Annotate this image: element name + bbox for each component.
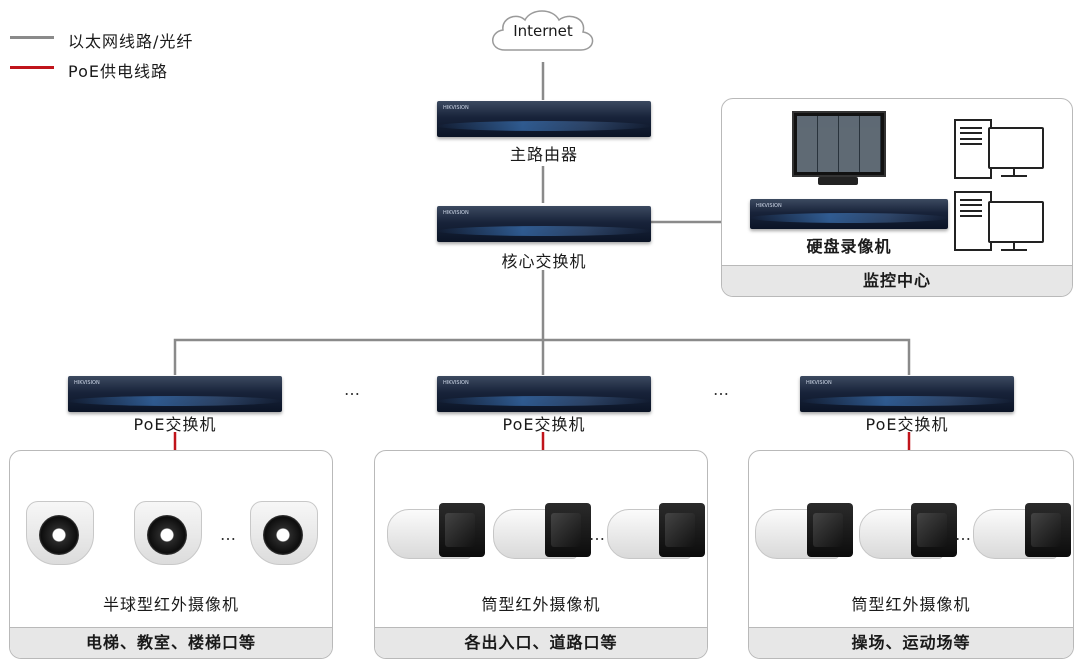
poe-switch-label-2: PoE交换机 bbox=[502, 415, 586, 434]
camera-label-1: 半球型红外摄像机 bbox=[102, 595, 239, 614]
desktop-computer-icon bbox=[954, 191, 992, 251]
nvr-label: 硬盘录像机 bbox=[806, 237, 892, 256]
switch-icon: HIKVISION bbox=[437, 376, 651, 412]
poe-switch-label-1: PoE交换机 bbox=[133, 415, 217, 434]
switch-icon: HIKVISION bbox=[437, 206, 651, 242]
legend-gray-label: 以太网线路/光纤 bbox=[68, 32, 194, 51]
switch-icon: HIKVISION bbox=[68, 376, 282, 412]
poe-switch-label-3: PoE交换机 bbox=[865, 415, 949, 434]
desktop-computer-icon bbox=[954, 119, 992, 179]
camera-ellipsis-2: … bbox=[589, 525, 607, 544]
legend-gray-swatch bbox=[10, 36, 54, 39]
legend-red-label: PoE供电线路 bbox=[68, 62, 168, 81]
legend-red-swatch bbox=[10, 66, 54, 69]
nvr-icon: HIKVISION bbox=[750, 199, 948, 229]
bullet-camera-icon bbox=[859, 503, 959, 559]
location-label-2: 各出入口、道路口等 bbox=[464, 633, 618, 652]
camera-group-panel-1: … 半球型红外摄像机 电梯、教室、楼梯口等 bbox=[9, 450, 333, 659]
bullet-camera-icon bbox=[973, 503, 1073, 559]
ellipsis-1: … bbox=[344, 380, 362, 399]
location-footer-1: 电梯、教室、楼梯口等 bbox=[10, 627, 332, 658]
location-footer-2: 各出入口、道路口等 bbox=[375, 627, 707, 658]
dome-camera-icon bbox=[250, 497, 318, 565]
dome-camera-icon bbox=[26, 497, 94, 565]
ellipsis-2: … bbox=[713, 380, 731, 399]
monitoring-center-panel: HIKVISION 硬盘录像机 监控中心 bbox=[721, 98, 1073, 297]
core-switch-label: 核心交换机 bbox=[501, 252, 587, 271]
bullet-camera-icon bbox=[493, 503, 593, 559]
switch-icon: HIKVISION bbox=[800, 376, 1014, 412]
monitoring-center-label: 监控中心 bbox=[862, 271, 931, 290]
camera-group-panel-2: … 筒型红外摄像机 各出入口、道路口等 bbox=[374, 450, 708, 659]
router-icon: HIKVISION bbox=[437, 101, 651, 137]
cloud-icon bbox=[492, 10, 594, 51]
dome-camera-icon bbox=[134, 497, 202, 565]
bullet-camera-icon bbox=[607, 503, 707, 559]
camera-group-panel-3: … 筒型红外摄像机 操场、运动场等 bbox=[748, 450, 1074, 659]
location-footer-3: 操场、运动场等 bbox=[749, 627, 1073, 658]
monitor-icon bbox=[792, 111, 886, 177]
bullet-camera-icon bbox=[387, 503, 487, 559]
camera-label-3: 筒型红外摄像机 bbox=[851, 595, 971, 614]
camera-ellipsis-3: … bbox=[955, 525, 973, 544]
camera-label-2: 筒型红外摄像机 bbox=[481, 595, 601, 614]
main-router-label: 主路由器 bbox=[509, 145, 578, 164]
bullet-camera-icon bbox=[755, 503, 855, 559]
line-distribution bbox=[173, 338, 911, 375]
camera-ellipsis-1: … bbox=[220, 525, 238, 544]
location-label-3: 操场、运动场等 bbox=[851, 633, 971, 652]
location-label-1: 电梯、教室、楼梯口等 bbox=[85, 633, 256, 652]
internet-label: Internet bbox=[513, 22, 573, 40]
monitoring-center-footer: 监控中心 bbox=[722, 265, 1072, 296]
